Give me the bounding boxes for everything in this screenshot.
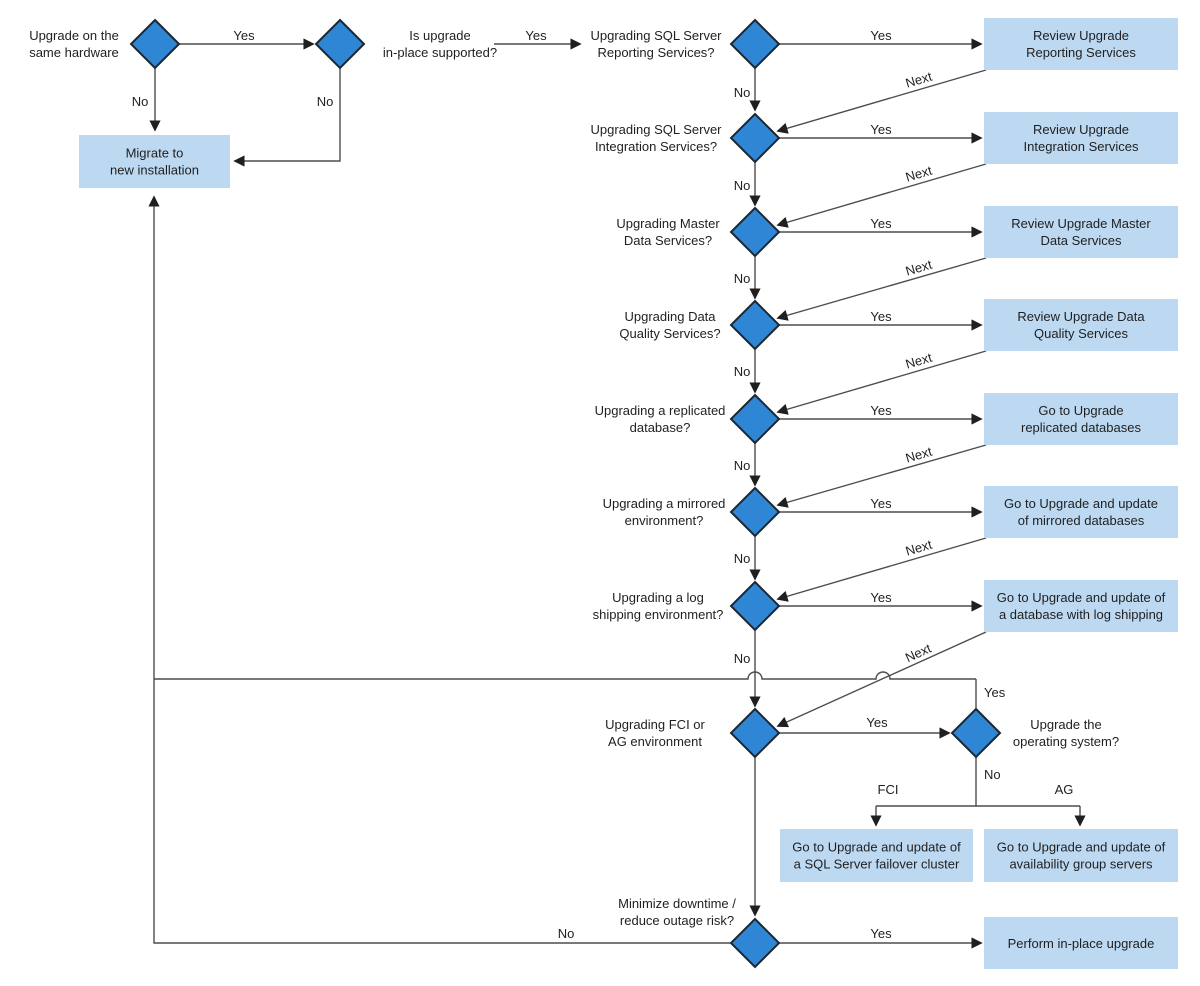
decision-log-shipping-environment-diamond [729,580,781,632]
decision-in-place-supported-diamond [314,18,366,70]
edge-label-next-4: Next [904,350,934,372]
label-minimize-downtime-label: Minimize downtime /reduce outage risk? [618,896,736,928]
box-goto-failover-cluster [780,829,973,882]
edge-label-no-row-2: No [734,178,751,193]
edge-label-yes-row-3: Yes [870,216,892,231]
edge-label-yes-inplace: Yes [525,28,547,43]
box-review-data-quality [984,299,1178,351]
edge-label-next-7: Next [903,640,934,665]
decision-integration-services-diamond [729,112,781,164]
edge-return-horizontal [154,671,976,680]
edge-label-no-inplace: No [317,94,334,109]
edge-label-yes-row-5: Yes [870,403,892,418]
edge-label-no-row-4: No [734,364,751,379]
decision-minimize-downtime-diamond [729,917,781,969]
edge-label-yes-final: Yes [870,926,892,941]
edge-label-no-row-1: No [734,85,751,100]
edge-label-next-3: Next [904,257,934,279]
edge-label-no-os: No [984,767,1001,782]
decision-upgrade-os-diamond [950,707,1002,759]
edge-inplace-no [233,68,341,167]
edge-label-next-6: Next [904,537,934,559]
edge-next-4 [776,350,987,415]
edge-label-yes-os-up: Yes [984,685,1006,700]
edge-label-yes-row-4: Yes [870,309,892,324]
box-label-perform-in-place: Perform in-place upgrade [1008,936,1155,951]
box-goto-replicated [984,393,1178,445]
box-review-integration [984,112,1178,164]
edge-label-no-row-6: No [734,551,751,566]
edge-label-yes-row-7: Yes [870,590,892,605]
edge-label-yes-row-1: Yes [870,28,892,43]
box-perform-in-place [984,917,1178,969]
decision-reporting-services-diamond [729,18,781,70]
box-migrate-new-installation [79,135,230,188]
edge-return-left-up [148,195,731,944]
decision-replicated-database-diamond [729,393,781,445]
edge-label-yes-row-6: Yes [870,496,892,511]
decision-fci-ag-environment-diamond [729,707,781,759]
decision-data-quality-services-diamond [729,299,781,351]
edge-label-no-start: No [132,94,149,109]
box-goto-mirrored [984,486,1178,538]
box-goto-availability-group [984,829,1178,882]
box-goto-log-shipping [984,580,1178,632]
edge-label-no-final: No [558,926,575,941]
edge-label-no-row-3: No [734,271,751,286]
edge-label-yes-fci: Yes [866,715,888,730]
box-review-master-data [984,206,1178,258]
edge-label-fci-branch: FCI [878,782,899,797]
edge-label-next-2: Next [904,163,934,185]
decision-master-data-services-diamond [729,206,781,258]
edge-label-no-row-7: No [734,651,751,666]
edge-label-yes-start: Yes [233,28,255,43]
edge-next-2 [776,163,987,228]
edge-next-1 [776,69,987,134]
edge-next-7 [776,631,987,728]
edge-label-next-1: Next [904,69,934,91]
edge-next-5 [776,444,987,508]
edge-label-yes-row-2: Yes [870,122,892,137]
edge-next-6 [776,537,987,602]
decision-mirrored-environment-diamond [729,486,781,538]
box-review-reporting [984,18,1178,70]
edge-label-next-5: Next [904,444,934,466]
edge-label-ag-branch: AG [1055,782,1074,797]
decision-start-diamond [129,18,181,70]
edge-next-3 [776,257,987,321]
edge-label-no-row-5: No [734,458,751,473]
